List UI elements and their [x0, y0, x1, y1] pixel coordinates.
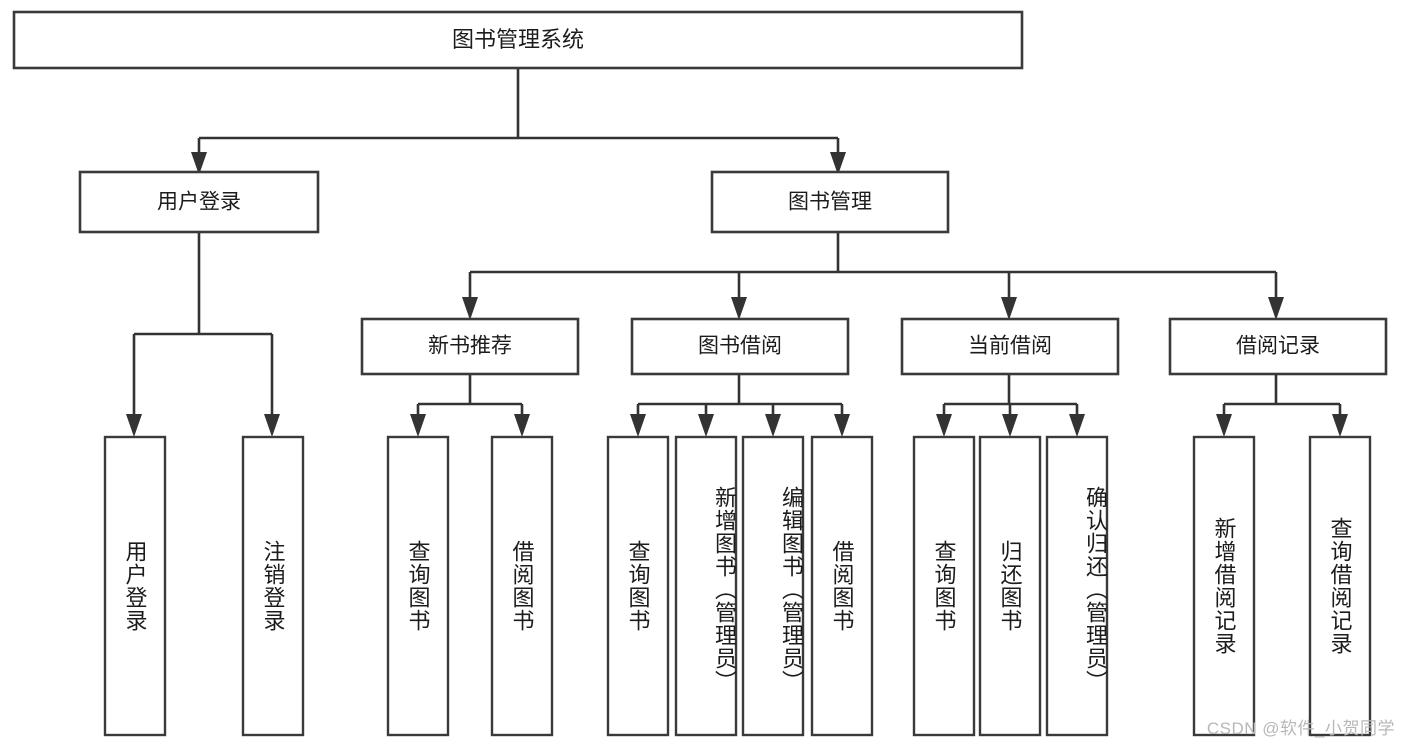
arrow-user-login-c2 [264, 414, 280, 437]
node-leaf-borrow-record-1[interactable] [1192, 435, 1256, 737]
node-leaf-current-borrow-3[interactable] [1045, 435, 1109, 737]
arrow-bm-c1 [462, 297, 478, 320]
node-user-login[interactable] [78, 170, 320, 234]
arrow-br-c1 [1216, 414, 1232, 437]
node-root-label: 图书管理系统 [452, 27, 584, 52]
arrow-br-c2 [1332, 414, 1348, 437]
arrow-nbr-c2 [514, 414, 530, 437]
node-new-book-recommend[interactable] [360, 317, 580, 376]
arrow-bm-c2 [731, 297, 747, 320]
node-leaf-book-borrow-4[interactable] [810, 435, 874, 737]
node-root[interactable] [12, 10, 1024, 70]
arrow-to-book-mgmt [830, 152, 846, 175]
node-current-borrow-label: 当前借阅 [968, 335, 1052, 358]
arrow-cb-c2 [1002, 414, 1018, 437]
connector-layer [126, 68, 1348, 437]
node-leaf-book-borrow-3[interactable] [741, 435, 805, 737]
node-borrow-record[interactable] [1168, 317, 1388, 376]
arrow-cb-c3 [1069, 414, 1085, 437]
arrow-bb-c1 [630, 414, 646, 437]
arrow-user-login-c1 [126, 414, 142, 437]
node-new-book-recommend-label: 新书推荐 [428, 335, 512, 358]
arrow-nbr-c1 [410, 414, 426, 437]
node-leaf-current-borrow-2[interactable] [978, 435, 1042, 737]
arrow-cb-c1 [936, 414, 952, 437]
node-book-management-label: 图书管理 [788, 191, 872, 214]
arrow-bm-c3 [1001, 297, 1017, 320]
node-leaf-book-borrow-1[interactable] [606, 435, 670, 737]
node-layer: 图书管理系统 用户登录 图书管理 新书推荐 图书借阅 当前借阅 借阅记录 [12, 10, 1388, 737]
arrow-bm-c4 [1268, 297, 1284, 320]
node-book-borrow[interactable] [630, 317, 850, 376]
arrow-to-user-login [191, 152, 207, 175]
node-book-borrow-label: 图书借阅 [698, 335, 782, 358]
arrow-bb-c3 [765, 414, 781, 437]
node-leaf-user-login-1[interactable] [103, 435, 167, 737]
node-leaf-user-login-2[interactable] [241, 435, 305, 737]
node-leaf-new-book-2[interactable] [490, 435, 554, 737]
node-leaf-borrow-record-2[interactable] [1308, 435, 1372, 737]
node-book-management[interactable] [710, 170, 950, 234]
node-leaf-current-borrow-1[interactable] [912, 435, 976, 737]
arrow-bb-c4 [834, 414, 850, 437]
watermark-label: CSDN @软件_小贺同学 [1206, 719, 1395, 738]
node-current-borrow[interactable] [900, 317, 1120, 376]
node-leaf-book-borrow-2[interactable] [674, 435, 738, 737]
node-user-login-label: 用户登录 [157, 191, 241, 214]
arrow-bb-c2 [698, 414, 714, 437]
node-leaf-new-book-1[interactable] [386, 435, 450, 737]
node-borrow-record-label: 借阅记录 [1236, 335, 1320, 358]
